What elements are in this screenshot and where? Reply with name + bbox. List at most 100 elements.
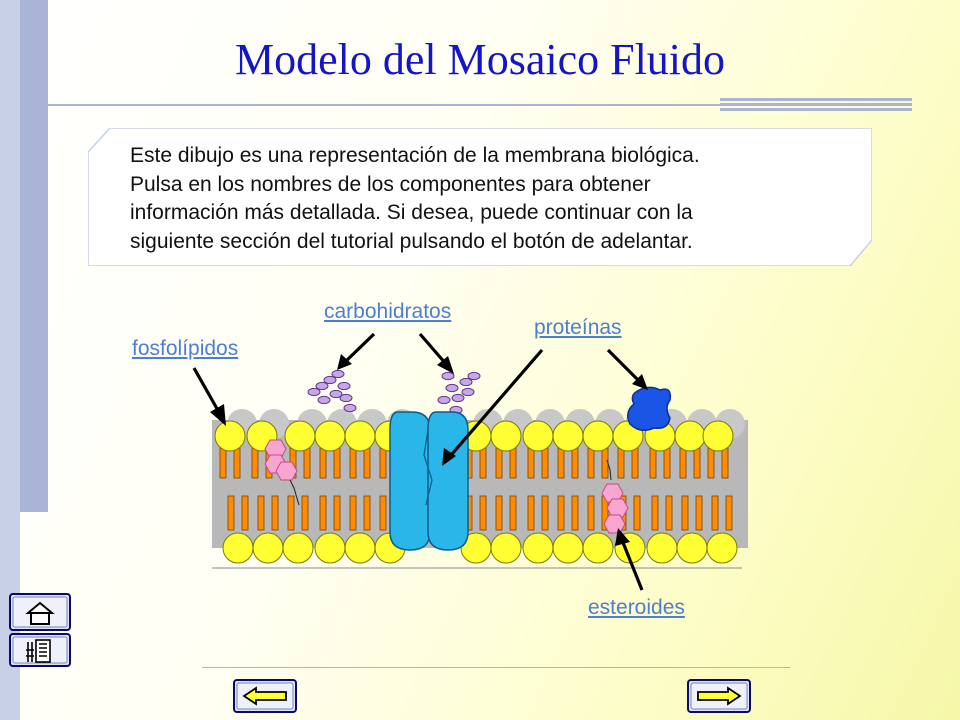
lipid-tail <box>349 447 357 479</box>
lipid-head <box>344 532 376 564</box>
carbohydrate-unit <box>437 395 451 405</box>
lipid-head <box>314 420 346 452</box>
forward-button[interactable] <box>686 678 752 714</box>
integral-protein <box>389 411 469 551</box>
back-button[interactable] <box>232 678 298 714</box>
lipid-tail <box>227 495 235 531</box>
right-arrow-icon <box>697 686 742 706</box>
lipid-tail <box>571 447 579 479</box>
lipid-head <box>284 420 316 452</box>
lipid-tail <box>495 447 503 479</box>
carbohydrate-unit <box>461 387 475 397</box>
lipid-tail <box>721 447 729 479</box>
lipid-tail <box>695 495 703 531</box>
lipid-tail <box>557 495 565 531</box>
pointer-arrows <box>192 332 644 591</box>
lipid-head <box>522 420 554 452</box>
lipid-head <box>552 420 584 452</box>
lipid-tail <box>665 495 673 531</box>
lipid-tail <box>257 495 265 531</box>
lipid-tail <box>379 495 387 531</box>
lipid-tail <box>649 447 657 479</box>
lipid-tail <box>333 495 341 531</box>
lipid-tail <box>333 447 341 479</box>
lipid-head <box>252 532 284 564</box>
page-title: Modelo del Mosaico Fluido <box>234 35 726 84</box>
link-carbohidratos[interactable]: carbohidratos <box>324 300 452 323</box>
intro-text: Este dibujo es una representación de la … <box>130 142 860 256</box>
arrow-fosfolipidos <box>192 367 222 415</box>
arrow-carbohidratos-left <box>343 332 376 364</box>
lipid-tail <box>541 495 549 531</box>
carbohydrate-unit <box>467 371 481 381</box>
lipid-tail <box>233 447 241 479</box>
left-decor-bar-thin <box>0 0 20 720</box>
intro-line: Este dibujo es una representación de la … <box>130 144 700 167</box>
lipid-head <box>674 420 706 452</box>
lipid-tail <box>271 495 279 531</box>
carbohydrate-unit <box>317 395 331 405</box>
lipid-tail <box>349 495 357 531</box>
carbohydrate-unit <box>337 381 351 391</box>
lipid-tail <box>319 495 327 531</box>
lipid-tail <box>541 447 549 479</box>
lipid-head <box>706 532 738 564</box>
lipid-tail <box>633 495 641 531</box>
lipid-tail <box>251 447 259 479</box>
lipid-tail <box>617 447 625 479</box>
lipid-tail <box>303 447 311 479</box>
link-fosfolipidos[interactable]: fosfolípidos <box>132 337 239 360</box>
intro-line: siguiente sección del tutorial pulsando … <box>130 229 693 253</box>
index-button[interactable] <box>8 632 72 668</box>
home-button[interactable] <box>8 592 72 632</box>
lipid-tail <box>681 495 689 531</box>
lipid-tail <box>707 447 715 479</box>
carbohydrate-unit <box>331 369 345 379</box>
carbohydrate-unit <box>459 377 473 387</box>
lipid-head <box>582 420 614 452</box>
lipid-tail <box>495 495 503 531</box>
lipid-head <box>344 420 376 452</box>
title-rule <box>40 104 720 106</box>
lipid-tail <box>479 495 487 531</box>
peripheral-protein <box>627 386 672 431</box>
lipid-head <box>702 420 734 452</box>
lipid-tail <box>509 495 517 531</box>
lipid-tail <box>587 447 595 479</box>
lipid-tail <box>527 447 535 479</box>
lipid-heads <box>214 409 745 564</box>
carbohydrate-unit <box>445 383 459 393</box>
index-icon <box>26 639 51 663</box>
carbohydrate-unit <box>315 381 329 391</box>
carbohydrate-unit <box>329 389 343 399</box>
lipid-tail <box>301 495 309 531</box>
lipid-tail <box>287 495 295 531</box>
arrow-heads <box>210 354 648 546</box>
lipid-tail <box>319 447 327 479</box>
arrow-esteroides <box>620 539 644 591</box>
lipid-tail <box>651 495 659 531</box>
lipid-head <box>552 532 584 564</box>
lipid-tail <box>527 495 535 531</box>
lipid-head <box>490 420 522 452</box>
link-esteroides[interactable]: esteroides <box>588 596 685 619</box>
lipid-tail <box>241 495 249 531</box>
lipid-head <box>282 532 314 564</box>
lipid-tail <box>219 447 227 479</box>
carbohydrate-unit <box>339 393 353 403</box>
bottom-rule <box>202 667 790 668</box>
intro-line: Pulsa en los nombres de los componentes … <box>130 172 651 196</box>
lipid-tail <box>601 447 609 479</box>
steroid-left <box>264 439 300 506</box>
arrow-proteinas-periferica <box>606 348 642 384</box>
lipid-tail <box>693 447 701 479</box>
lipid-tail <box>379 447 387 479</box>
lipid-tail <box>363 447 371 479</box>
lipid-tail <box>663 447 671 479</box>
left-decor-bar <box>20 0 48 512</box>
link-proteinas[interactable]: proteínas <box>534 316 622 339</box>
lipid-tail <box>571 495 579 531</box>
lipid-head <box>214 420 246 452</box>
carbohydrate-unit <box>323 375 337 385</box>
